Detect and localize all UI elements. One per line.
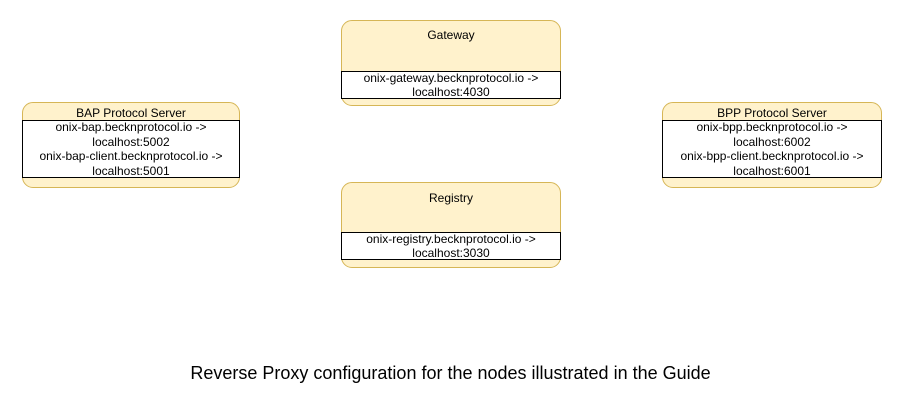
node-bpp-protocol-server: BPP Protocol Server onix-bpp.becknprotoc… — [662, 102, 882, 188]
node-registry-title: Registry — [428, 191, 473, 205]
mapping-line: onix-gateway.becknprotocol.io -> — [363, 71, 539, 85]
mapping-line: localhost:4030 — [412, 85, 490, 99]
node-bap-protocol-server: BAP Protocol Server onix-bap.becknprotoc… — [22, 102, 240, 188]
mapping-line: localhost:5001 — [92, 163, 170, 178]
node-gateway: Gateway onix-gateway.becknprotocol.io ->… — [341, 20, 561, 106]
mapping-line: onix-bap-client.becknprotocol.io -> — [39, 149, 223, 163]
node-gateway-mapping-band: onix-gateway.becknprotocol.io -> localho… — [341, 71, 561, 99]
node-bpp-mapping-band: onix-bpp.becknprotocol.io -> localhost:6… — [662, 120, 882, 178]
mapping-line: localhost:6001 — [733, 163, 811, 178]
mapping-line: onix-bpp.becknprotocol.io -> — [696, 120, 848, 134]
node-bap-title: BAP Protocol Server — [76, 106, 186, 120]
mapping-line: onix-bap.becknprotocol.io -> — [55, 120, 207, 134]
node-bap-mapping-band: onix-bap.becknprotocol.io -> localhost:5… — [22, 120, 240, 178]
mapping-line: localhost:3030 — [412, 246, 490, 260]
mapping-line: onix-registry.becknprotocol.io -> — [366, 232, 536, 246]
mapping-line: onix-bpp-client.becknprotocol.io -> — [680, 149, 864, 163]
node-registry: Registry onix-registry.becknprotocol.io … — [341, 182, 561, 268]
node-gateway-title: Gateway — [427, 28, 475, 42]
node-registry-mapping-band: onix-registry.becknprotocol.io -> localh… — [341, 232, 561, 260]
mapping-line: localhost:5002 — [92, 134, 170, 149]
mapping-line: localhost:6002 — [733, 134, 811, 149]
node-bpp-title: BPP Protocol Server — [717, 106, 827, 120]
diagram-caption: Reverse Proxy configuration for the node… — [190, 363, 711, 383]
